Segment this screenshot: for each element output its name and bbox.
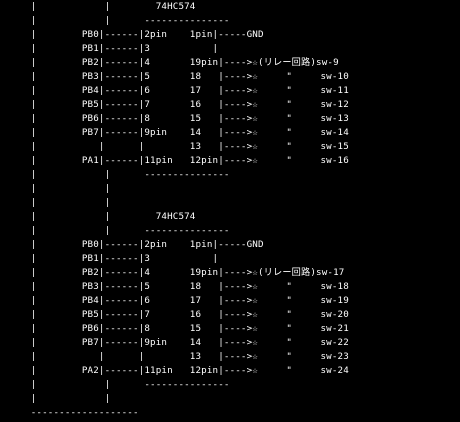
- text-line: | PB1|------|3 |: [8, 253, 219, 264]
- text-line: | | ---------------: [8, 169, 230, 180]
- text-line: | PB4|------|6 17 |---->☆ " sw-19: [8, 295, 349, 306]
- text-line: | PB2|------|4 19pin|---->☆(リレー回路)sw-17: [8, 267, 345, 278]
- text-line: | PB3|------|5 18 |---->☆ " sw-18: [8, 281, 349, 292]
- text-line: | PB1|------|3 |: [8, 43, 219, 54]
- text-line: | |: [8, 183, 111, 194]
- text-line: | PB6|------|8 15 |---->☆ " sw-21: [8, 323, 349, 334]
- text-line: | | ---------------: [8, 15, 230, 26]
- text-line: | PB7|------|9pin 14 |---->☆ " sw-14: [8, 127, 349, 138]
- text-line: | | ---------------: [8, 225, 230, 236]
- text-line: | PA1|------|11pin 12pin|---->☆ " sw-16: [8, 155, 349, 166]
- text-line: | |: [8, 197, 111, 208]
- text-line: | PB0|------|2pin 1pin|-----GND: [8, 29, 264, 40]
- text-line: | PB2|------|4 19pin|---->☆(リレー回路)sw-9: [8, 57, 339, 68]
- text-line: | PB0|------|2pin 1pin|-----GND: [8, 239, 264, 250]
- text-line: | PB4|------|6 17 |---->☆ " sw-11: [8, 85, 349, 96]
- text-line: | PB7|------|9pin 14 |---->☆ " sw-22: [8, 337, 349, 348]
- text-line: | | ---------------: [8, 379, 230, 390]
- text-line: -------------------: [8, 407, 139, 418]
- text-line: | PB6|------|8 15 |---->☆ " sw-13: [8, 113, 349, 124]
- text-line: | | 74HC574: [8, 211, 196, 222]
- text-line: | PB5|------|7 16 |---->☆ " sw-20: [8, 309, 349, 320]
- text-line: | PA2|------|11pin 12pin|---->☆ " sw-24: [8, 365, 349, 376]
- text-line: | |: [8, 393, 111, 404]
- text-line: | PB3|------|5 18 |---->☆ " sw-10: [8, 71, 349, 82]
- text-line: | | | 13 |---->☆ " sw-15: [8, 141, 349, 152]
- text-line: | | 74HC574: [8, 1, 196, 12]
- text-line: | | | 13 |---->☆ " sw-23: [8, 351, 349, 362]
- text-line: | PB5|------|7 16 |---->☆ " sw-12: [8, 99, 349, 110]
